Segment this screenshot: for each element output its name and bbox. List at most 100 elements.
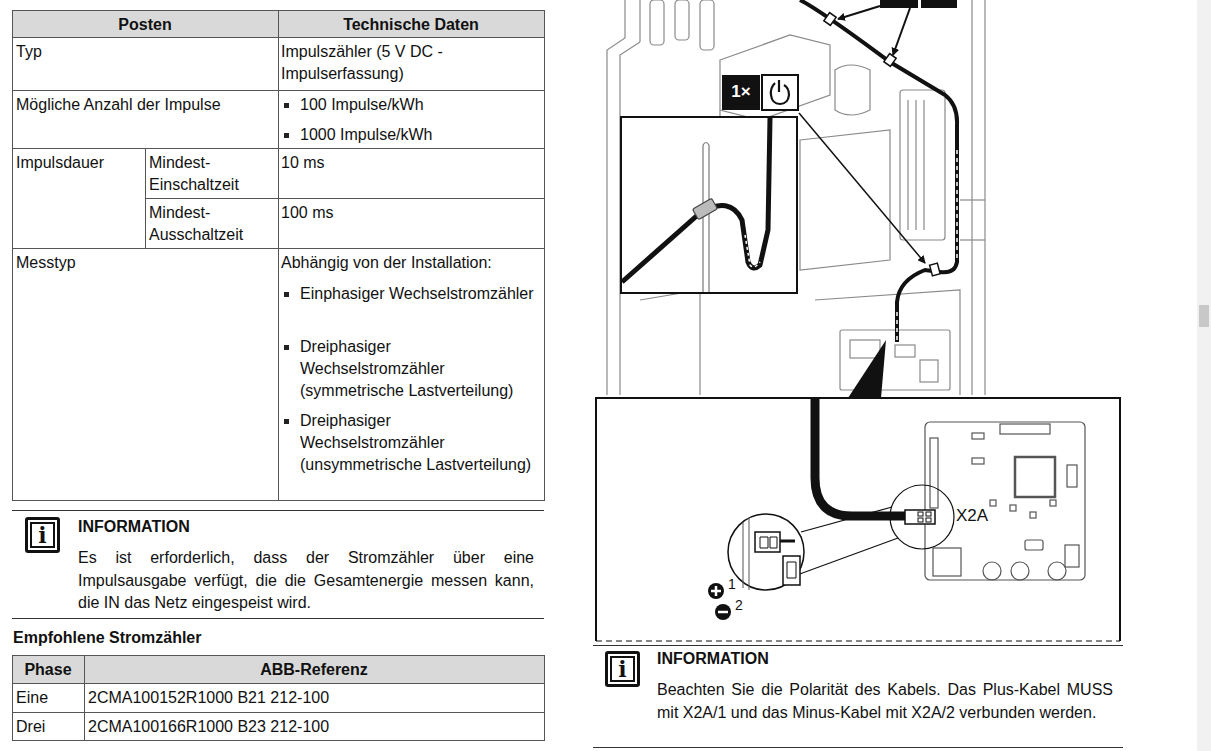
polarity-symbol [708,583,724,599]
table-text: Posten [12,14,278,36]
icon-text: 1× [722,81,760,103]
cable [884,54,896,67]
table-text: Messtyp [16,252,274,274]
polarity-symbol [718,611,728,614]
scrollbar [1197,0,1211,751]
detail-inset [702,145,703,292]
detail-inset [745,235,760,267]
detail-inset [703,143,709,146]
unit-housing [675,0,689,40]
circuit-board [972,433,984,439]
magnifier [728,514,804,590]
meter-table [12,655,545,741]
table-text: Drei [16,716,82,738]
x2a-connector [926,512,931,516]
unit-housing [835,65,870,115]
circuit-board [1015,457,1055,497]
table-text: Mindest- Ausschaltzeit [149,202,274,246]
scrollbar [1199,305,1209,327]
table-text: Empfohlene Stromzähler [13,627,413,649]
partial-callout [921,0,957,8]
x2a-connector [801,507,892,532]
zoom-frame [596,398,1120,641]
data-table [145,148,146,248]
info-icon: i [605,651,640,687]
clamp-icon [762,75,798,110]
table-text: Eine [16,687,82,709]
detail-inset [692,198,717,219]
polarity-symbol [715,604,731,620]
unit-housing [895,345,915,357]
data-table [145,198,544,199]
cable [800,0,957,342]
table-text: Abhängig von der Installation: [281,252,541,274]
unit-housing [907,100,908,230]
table-text: 1 [728,575,740,593]
unit-housing [923,100,924,230]
table-text: 1000 Impulse/kWh [300,124,536,146]
detail-inset [621,117,797,293]
circuit-board [1048,562,1066,580]
icon-text: i [608,656,637,682]
polarity-symbol [708,583,731,620]
table-text: 10 ms [281,152,539,174]
detail-inset [622,118,770,282]
circuit-board [1050,500,1056,506]
zoom-frame [596,640,1120,641]
scrollbar [1197,0,1211,751]
list-bullet [284,419,289,424]
partial-callout [838,0,957,55]
info-heading: INFORMATION [78,516,534,539]
x2a-connector [797,538,898,575]
table-text: 100 ms [281,202,539,224]
x2a-connector [890,485,954,549]
cable [956,150,958,258]
magnifier [760,537,768,548]
meter-table [84,655,85,740]
quantity-callout: 1× [722,75,760,110]
circuit-board [1025,540,1043,550]
detail-inset [621,117,797,293]
circuit-board [925,422,1085,580]
circuit-board [1010,505,1016,511]
unit-housing [960,239,985,240]
zoom-frame [596,398,1120,641]
info-box: INFORMATIONBeachten Sie die Polarität de… [593,645,1123,748]
circuit-board [983,562,1001,580]
circuit-board [1030,512,1036,518]
circuit-board [1000,424,1050,434]
unit-housing [971,0,972,395]
zoom-pointer [848,340,886,398]
circuit-board [1011,562,1029,580]
table-text: Dreiphasiger Wechselstromzähler (symmetr… [300,336,536,402]
cable [824,13,836,26]
table-text: Impulsdauer [16,152,141,174]
info-icon: i [25,517,60,553]
data-table [13,11,545,501]
unit-housing [700,0,714,50]
unit-housing [800,130,890,270]
unit-housing [915,100,916,230]
info-heading: INFORMATION [657,648,1113,671]
meter-table [13,656,545,741]
unit-housing [720,35,830,120]
unit-housing [815,290,960,395]
circuit-board [925,422,1085,580]
list-bullet [284,103,289,108]
table-text: Einphasiger Wechselstromzähler [300,283,536,305]
table-text: Dreiphasiger Wechselstromzähler (unsymme… [300,410,536,476]
table-text: Mögliche Anzahl der Impulse [16,94,274,116]
unit-housing [920,360,938,382]
table-text: Mindest- Einschaltzeit [149,152,274,196]
circuit-board [1065,545,1079,567]
unit-housing [984,0,985,395]
table-text: Phase [12,659,84,681]
x2a-connector [797,398,954,575]
magnifier [770,537,777,548]
table-text: ABB-Referenz [84,659,544,681]
unit-housing [607,0,985,395]
partial-callout [880,0,918,8]
cable [930,263,941,276]
table-text: Technische Daten [278,14,544,36]
cable [800,0,957,342]
